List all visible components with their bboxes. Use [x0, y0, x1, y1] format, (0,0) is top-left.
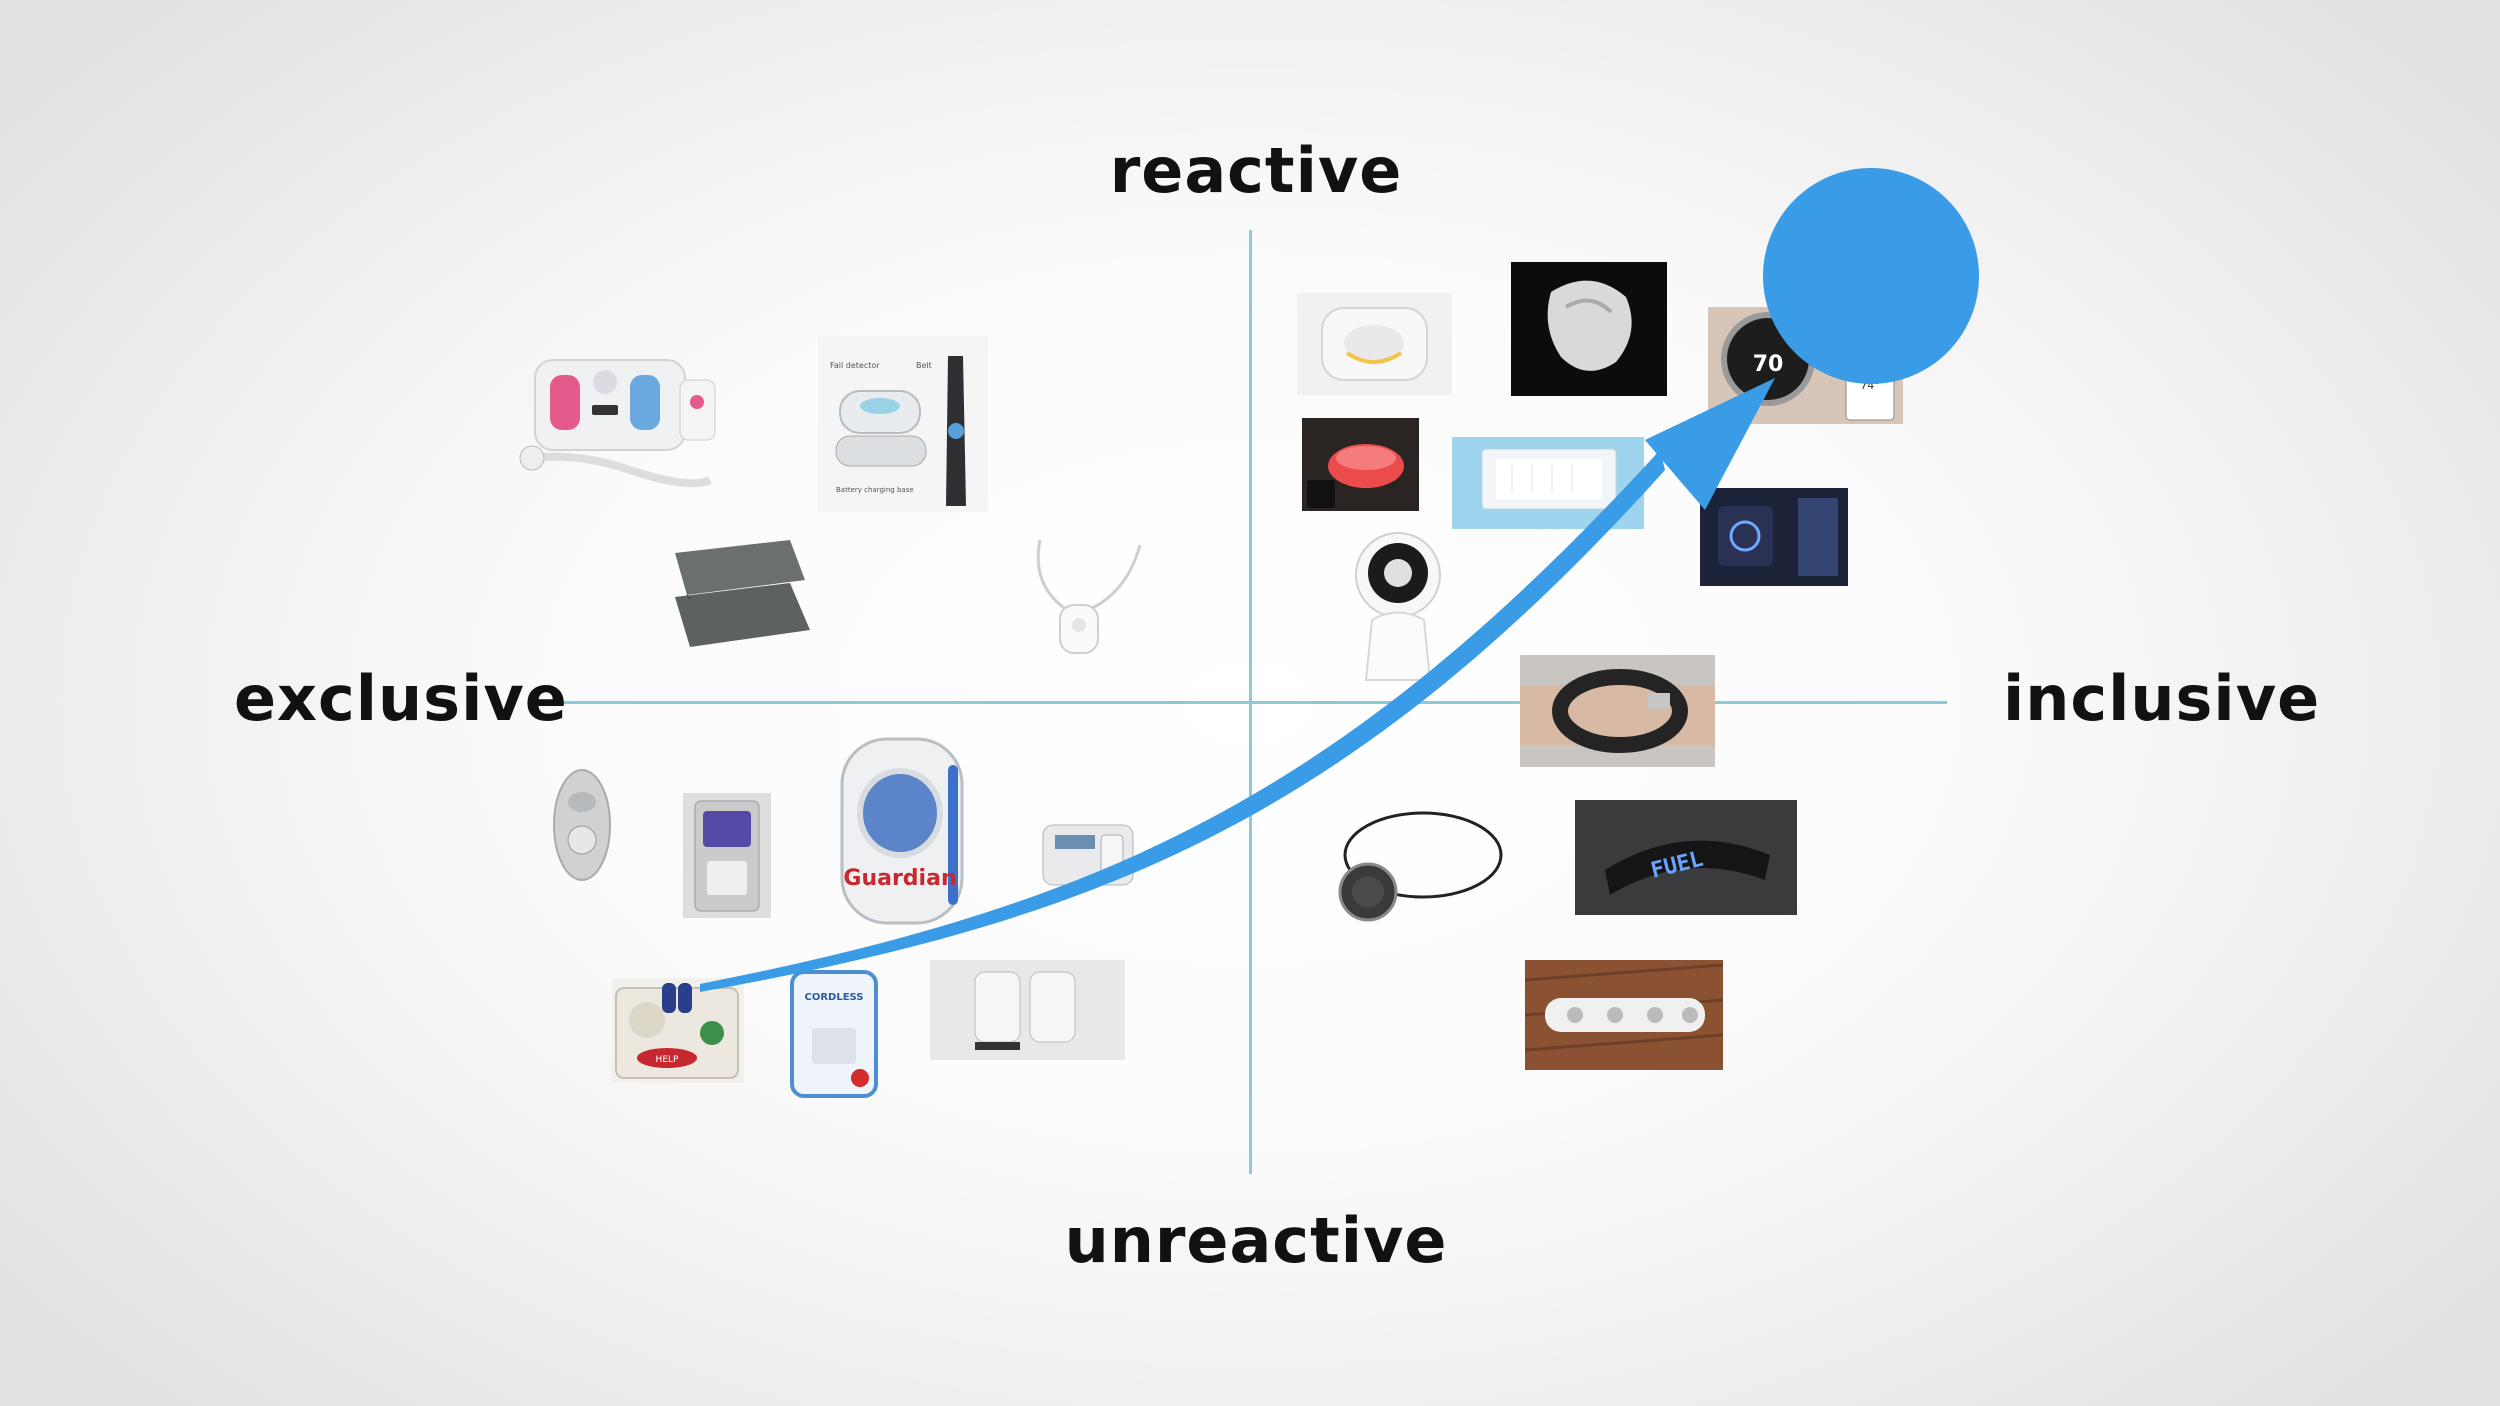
pendant-necklace-image: [1020, 530, 1160, 665]
fall-detector-label: Fall detector: [830, 361, 880, 370]
help-button-console-image: HELP: [612, 978, 744, 1083]
horizontal-axis-line: [553, 701, 1947, 704]
fuel-band-image: FUEL: [1575, 800, 1797, 915]
cordless-alert-receiver-image: CORDLESS: [788, 968, 880, 1100]
home-alarm-panel-image: [1033, 800, 1141, 908]
smart-lock-panel-image: [1700, 488, 1848, 586]
axis-label-reactive: reactive: [1109, 134, 1403, 207]
guardian-alert-button-image: Guardian: [838, 735, 966, 927]
guardian-brand-text: Guardian: [843, 866, 956, 891]
airbag-device-image: [1511, 262, 1667, 396]
fall-detector-belt-image: Fall detector Belt Battery charging base: [818, 336, 988, 512]
axis-label-exclusive: exclusive: [234, 662, 568, 735]
smart-light-hub-image: [1302, 418, 1419, 511]
charging-base-label: Battery charging base: [836, 486, 914, 494]
axis-label-unreactive: unreactive: [1064, 1204, 1448, 1277]
power-strip-image: [1525, 960, 1723, 1070]
wristband-tracker-image: [1520, 655, 1715, 767]
smoke-detector-image: [1297, 293, 1452, 395]
smart-thermostat-image: 70 74°: [1708, 307, 1903, 424]
home-robot-image: [1350, 525, 1450, 685]
cordless-label: CORDLESS: [805, 992, 864, 1003]
app-reading: 74°: [1860, 379, 1880, 392]
motion-sensors-image: [930, 960, 1125, 1060]
help-label: HELP: [656, 1055, 679, 1065]
medical-alert-base-station-image: [510, 340, 725, 490]
clip-pendant-tracker-image: [1328, 800, 1508, 930]
pressure-mat-image: [665, 535, 815, 650]
axis-label-inclusive: inclusive: [2003, 662, 2321, 735]
wall-display-panel-image: [1452, 437, 1644, 529]
oval-pendant-button-image: [543, 760, 621, 890]
belt-label: Belt: [916, 361, 932, 370]
wall-alert-unit-image: [683, 793, 771, 918]
thermostat-reading: 70: [1753, 352, 1784, 377]
